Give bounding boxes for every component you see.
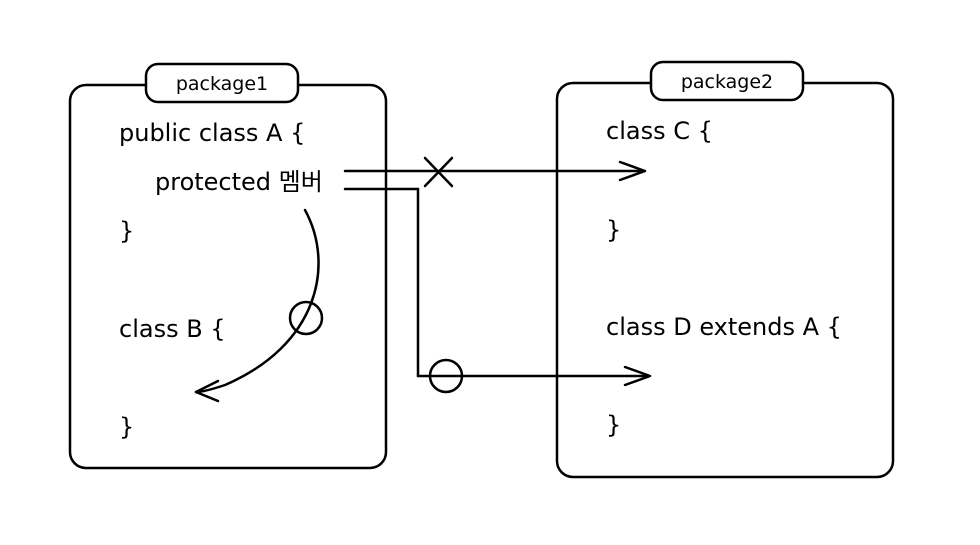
arrow-head-c [618, 160, 647, 182]
class-c-header: class C { [606, 117, 713, 145]
x-mark-icon [423, 156, 454, 188]
class-b-close-brace: } [119, 413, 134, 441]
arrow-to-class-c [343, 156, 647, 188]
arrow-to-class-d [343, 187, 652, 394]
package2-tab [649, 60, 805, 102]
class-d-header: class D extends A { [606, 313, 842, 341]
package2-container: package2 class C { } class D extends A {… [555, 60, 895, 479]
class-c-close-brace: } [606, 216, 621, 244]
package2-tab-label: package2 [681, 71, 773, 93]
curved-arrow-line [194, 208, 320, 394]
protected-member-label: protected 멤버 [155, 168, 323, 196]
package1-tab-label: package1 [176, 73, 268, 95]
package1-tab [144, 62, 300, 104]
curved-arrow-head [194, 379, 220, 403]
circle-icon [288, 300, 324, 336]
arrow-to-class-b [194, 208, 324, 403]
class-a-header: public class A { [119, 119, 305, 147]
class-d-close-brace: } [606, 411, 621, 439]
class-b-header: class B { [119, 315, 226, 343]
package1-container: package1 public class A { protected 멤버 }… [68, 62, 388, 470]
arrow-head-d [623, 365, 652, 387]
class-a-close-brace: } [119, 217, 134, 245]
circle-icon [428, 358, 464, 394]
